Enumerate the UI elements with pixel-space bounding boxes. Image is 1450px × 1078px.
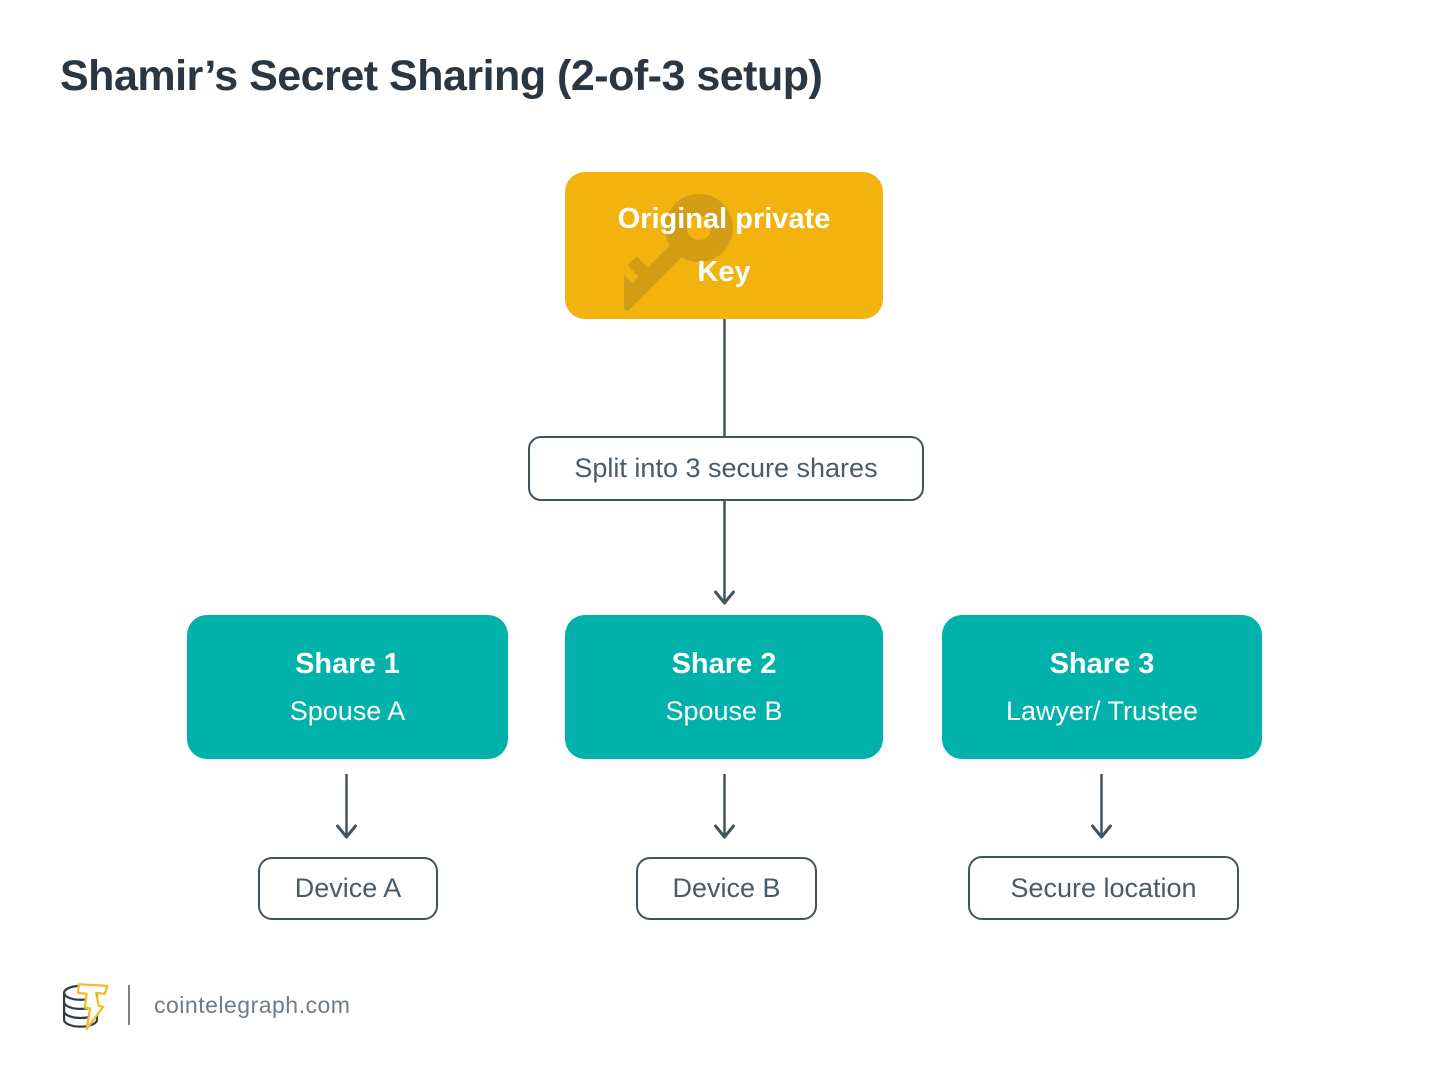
- share-3-box: Share 3 Lawyer/ Trustee: [942, 615, 1262, 759]
- share-2-box: Share 2 Spouse B: [565, 615, 883, 759]
- share-3-holder: Lawyer/ Trustee: [1005, 695, 1199, 726]
- device-b-label: Device B: [672, 873, 781, 903]
- share-3-title: Share 3: [1049, 647, 1155, 680]
- share-2-holder: Spouse B: [665, 695, 783, 726]
- device-b-box: Device B: [636, 857, 817, 920]
- original-private-key-label: Original private Key: [618, 193, 831, 299]
- share-1-title: Share 1: [295, 647, 400, 680]
- split-step-label: Split into 3 secure shares: [574, 453, 878, 483]
- arrowhead-share2-to-device-b: [714, 824, 735, 839]
- footer: cointelegraph.com: [58, 972, 350, 1038]
- cointelegraph-logo-icon: [62, 983, 109, 1031]
- site-label: cointelegraph.com: [154, 991, 351, 1018]
- secure-location-label: Secure location: [1010, 872, 1197, 903]
- share-2-title: Share 2: [671, 647, 777, 680]
- arrowhead-share1-to-device-a: [336, 824, 357, 839]
- device-a-box: Device A: [258, 857, 438, 920]
- split-step-box: Split into 3 secure shares: [528, 436, 924, 501]
- footer-divider: [128, 985, 130, 1025]
- key-icon: [624, 194, 733, 311]
- device-a-label: Device A: [294, 873, 402, 903]
- root-label-line-1: Original private: [617, 202, 831, 235]
- root-label-line-2: Key: [697, 255, 751, 288]
- page-title: Shamir’s Secret Sharing (2-of-3 setup): [60, 52, 823, 100]
- arrowhead-split-to-share2: [714, 590, 735, 605]
- original-private-key-box: Original private Key: [565, 172, 883, 319]
- arrowhead-share3-to-secure-location: [1091, 824, 1112, 839]
- share-1-holder: Spouse A: [289, 695, 406, 726]
- secure-location-box: Secure location: [968, 856, 1239, 920]
- share-1-box: Share 1 Spouse A: [187, 615, 508, 759]
